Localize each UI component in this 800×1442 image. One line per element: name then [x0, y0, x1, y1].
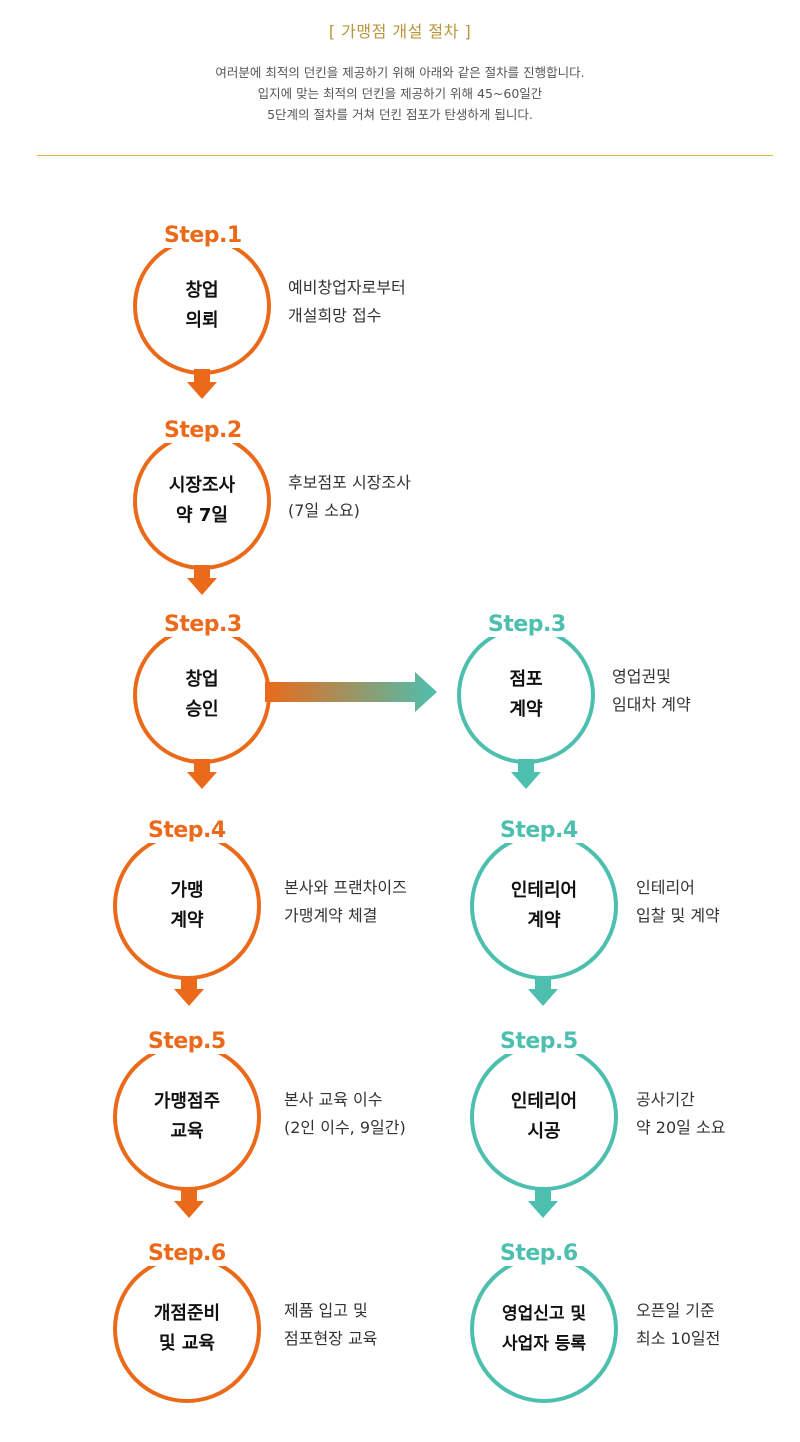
step-4-interior-circle: 인테리어 계약 [470, 832, 618, 980]
step-3-contract-desc: 영업권및 임대차 계약 [612, 667, 691, 714]
step-6-circle: 개점준비 및 교육 [113, 1255, 261, 1403]
step-1-desc: 예비창업자로부터 개설희망 접수 [288, 278, 406, 325]
step-2-circle: 시장조사 약 7일 [133, 432, 271, 570]
intro-line: 5단계의 절차를 거쳐 던킨 점포가 탄생하게 됩니다. [267, 107, 533, 122]
step-2-label: Step.2 [160, 419, 246, 443]
step-4-desc: 본사와 프랜차이즈 가맹계약 체결 [284, 878, 407, 925]
step-3-label: Step.3 [160, 613, 246, 637]
step-2-desc: 후보점포 시장조사 (7일 소요) [288, 473, 411, 520]
step-6-registration-label: Step.6 [496, 1242, 582, 1266]
arrow-right-icon [265, 672, 437, 712]
step-5-circle: 가맹점주 교육 [113, 1043, 261, 1191]
step-3-contract-label: Step.3 [484, 613, 570, 637]
step-5-interior-desc: 공사기간 약 20일 소요 [636, 1090, 726, 1137]
intro-text: 여러분에 최적의 던킨을 제공하기 위해 아래와 같은 절차를 진행합니다. 입… [0, 62, 800, 125]
arrow-down-icon [187, 759, 217, 789]
arrow-down-icon [528, 1188, 558, 1218]
step-6-title: 개점준비 및 교육 [153, 1303, 221, 1354]
step-4-label: Step.4 [144, 819, 230, 843]
step-3-circle: 창업 승인 [133, 626, 271, 764]
arrow-down-icon [187, 369, 217, 399]
step-1-title: 창업 의뢰 [185, 280, 219, 331]
step-5-title: 가맹점주 교육 [153, 1091, 221, 1142]
intro-line: 입지에 맞는 최적의 던킨을 제공하기 위해 45~60일간 [257, 86, 543, 101]
arrow-down-icon [174, 1188, 204, 1218]
step-4-interior-desc: 인테리어 입찰 및 계약 [636, 878, 720, 925]
step-5-desc: 본사 교육 이수 (2인 이수, 9일간) [284, 1090, 406, 1137]
arrow-down-icon [174, 976, 204, 1006]
intro-line: 여러분에 최적의 던킨을 제공하기 위해 아래와 같은 절차를 진행합니다. [215, 65, 585, 80]
step-5-interior-label: Step.5 [496, 1030, 582, 1054]
step-5-label: Step.5 [144, 1030, 230, 1054]
step-4-title: 가맹 계약 [170, 880, 204, 931]
step-5-interior-title: 인테리어 시공 [510, 1091, 578, 1142]
step-3-title: 창업 승인 [185, 669, 219, 720]
page-title: [ 가맹점 개설 절차 ] [328, 22, 472, 41]
arrow-down-icon [187, 565, 217, 595]
step-4-interior-title: 인테리어 계약 [510, 880, 578, 931]
step-6-registration-title: 영업신고 및 사업자 등록 [501, 1304, 587, 1354]
step-3-contract-title: 점포 계약 [509, 669, 543, 720]
step-6-label: Step.6 [144, 1242, 230, 1266]
step-6-desc: 제품 입고 및 점포현장 교육 [284, 1301, 378, 1348]
step-2-title: 시장조사 약 7일 [168, 475, 236, 526]
arrow-down-icon [528, 976, 558, 1006]
step-5-interior-circle: 인테리어 시공 [470, 1043, 618, 1191]
step-6-registration-circle: 영업신고 및 사업자 등록 [470, 1255, 618, 1403]
step-4-interior-label: Step.4 [496, 819, 582, 843]
step-3-contract-circle: 점포 계약 [457, 626, 595, 764]
arrow-down-icon [511, 759, 541, 789]
step-1-label: Step.1 [160, 224, 246, 248]
step-1-circle: 창업 의뢰 [133, 237, 271, 375]
divider [37, 155, 773, 156]
step-4-circle: 가맹 계약 [113, 832, 261, 980]
step-6-registration-desc: 오픈일 기준 최소 10일전 [636, 1301, 721, 1348]
